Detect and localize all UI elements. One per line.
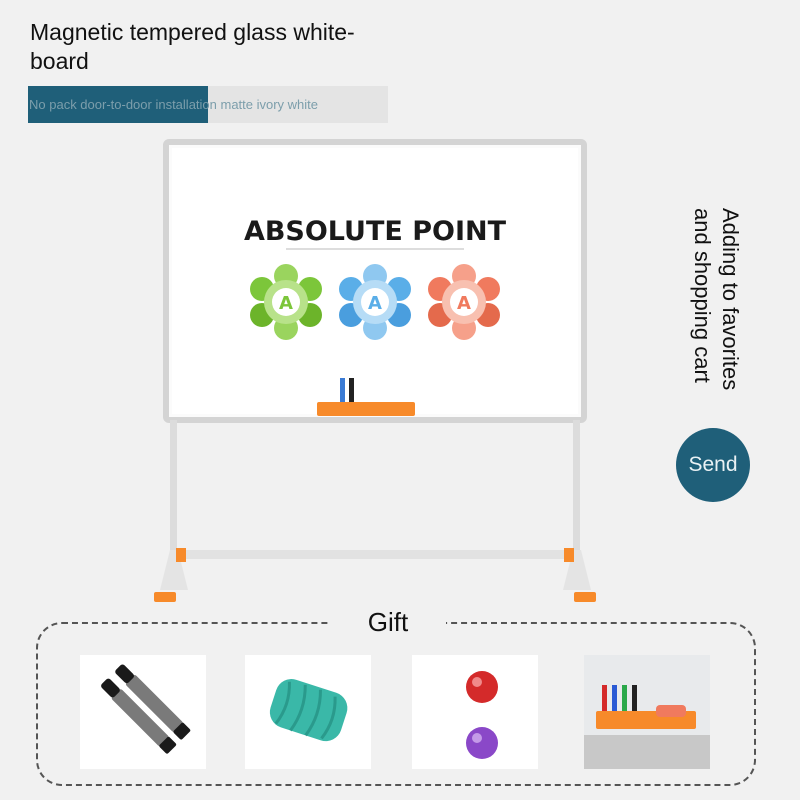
badge-icon-green: A bbox=[250, 264, 322, 340]
svg-text:A: A bbox=[368, 293, 382, 314]
send-button[interactable]: Send bbox=[676, 428, 750, 502]
board-heading: ABSOLUTE POINT bbox=[244, 216, 507, 247]
badge-icon-red: A bbox=[428, 264, 500, 340]
svg-text:A: A bbox=[279, 293, 293, 314]
marker-tray bbox=[317, 402, 415, 416]
badge-icon-blue: A bbox=[339, 264, 411, 340]
marker-pens-icon bbox=[80, 655, 206, 769]
eraser-icon bbox=[245, 655, 371, 769]
product-subtitle: No pack door-to-door installation matte … bbox=[28, 86, 388, 123]
whiteboard-image: ABSOLUTE POINT A A A bbox=[140, 130, 610, 610]
magnets-icon bbox=[412, 655, 538, 769]
product-title: Magnetic tempered glass white-board bbox=[30, 19, 355, 74]
svg-text:A: A bbox=[457, 293, 471, 314]
favorites-cart-text[interactable]: Adding to favorites and shopping cart bbox=[690, 208, 743, 391]
marker-tray-icon bbox=[584, 655, 710, 769]
gift-label: Gift bbox=[330, 604, 446, 640]
